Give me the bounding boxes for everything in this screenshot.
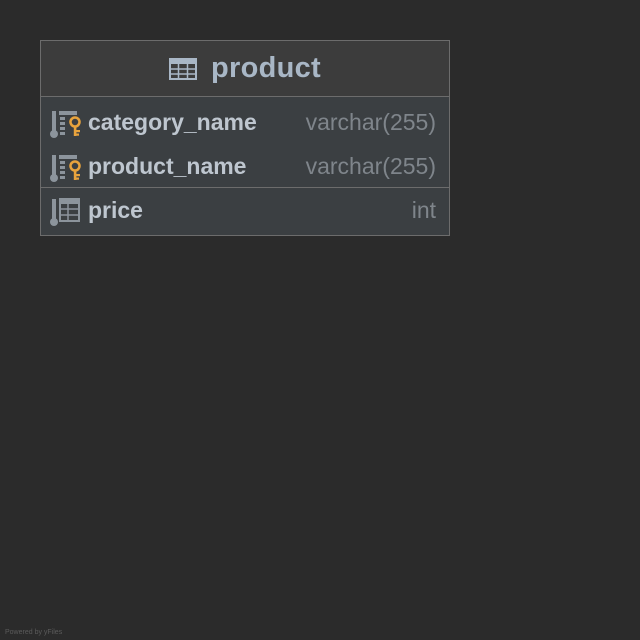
table-title: product: [210, 52, 322, 84]
key-columns-section: category_name varchar(255): [41, 97, 449, 188]
columns-section: price int: [41, 188, 449, 235]
primary-key-column-icon: [49, 109, 83, 139]
table-header[interactable]: product: [41, 41, 449, 97]
column-type: varchar(255): [305, 152, 436, 179]
footer-credit: Powered by yFiles: [5, 629, 63, 636]
column-type: int: [411, 196, 436, 223]
column-name: price: [88, 196, 143, 223]
column-row-category-name[interactable]: category_name varchar(255): [41, 100, 449, 144]
column-row-product-name[interactable]: product_name varchar(255): [41, 144, 449, 188]
column-name: category_name: [88, 108, 257, 135]
table-node-product[interactable]: product: [40, 40, 450, 236]
table-icon: [168, 57, 197, 80]
column-row-price[interactable]: price int: [41, 188, 449, 232]
column-name: product_name: [88, 152, 247, 179]
column-icon: [49, 197, 83, 227]
primary-key-column-icon: [49, 153, 83, 183]
column-type: varchar(255): [305, 108, 436, 135]
